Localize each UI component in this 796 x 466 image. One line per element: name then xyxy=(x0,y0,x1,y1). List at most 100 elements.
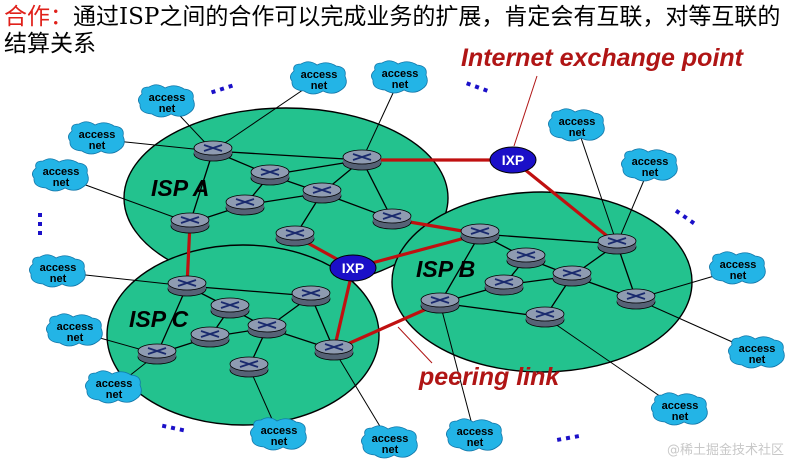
router-icon xyxy=(616,288,656,310)
access-net-label: net xyxy=(569,127,586,139)
access-link xyxy=(544,316,681,411)
access-net-label: access xyxy=(372,433,409,445)
access-net-label: net xyxy=(271,436,288,448)
router-icon xyxy=(314,339,354,361)
access-net-label: access xyxy=(457,426,494,438)
access-link xyxy=(576,125,618,245)
router-icon xyxy=(302,182,342,204)
ixp-node-middle: IXP xyxy=(329,254,377,282)
router-icon xyxy=(190,326,230,348)
access-net-label: net xyxy=(749,354,766,366)
callout-pointer-peering xyxy=(397,326,433,364)
internal-link xyxy=(479,233,618,245)
access-net-label: net xyxy=(382,444,399,456)
router-icon xyxy=(229,356,269,378)
internal-link xyxy=(212,150,363,161)
ellipsis-dots xyxy=(38,213,42,235)
router-icon xyxy=(193,140,233,162)
access-link xyxy=(439,302,476,437)
router-icon xyxy=(250,164,290,186)
caption-highlight: 合作： xyxy=(4,4,73,30)
access-net-label: access xyxy=(739,343,776,355)
access-net-label: access xyxy=(149,92,186,104)
watermark: @稀土掘金技术社区 xyxy=(666,443,784,458)
access-net-label: net xyxy=(672,411,689,423)
access-net-label: access xyxy=(79,129,116,141)
router-icon xyxy=(275,225,315,247)
access-net-label: access xyxy=(559,116,596,128)
router-icon xyxy=(597,233,637,255)
ellipsis-dots xyxy=(210,83,234,95)
access-net-label: net xyxy=(53,177,70,189)
ixp-label: IXP xyxy=(502,152,525,168)
router-icon xyxy=(420,292,460,314)
peering-link xyxy=(511,158,619,246)
router-icon xyxy=(460,223,500,245)
access-net-label: access xyxy=(632,156,669,168)
ixp-label: IXP xyxy=(342,260,365,276)
access-net-label: access xyxy=(57,321,94,333)
access-net-label: access xyxy=(43,166,80,178)
caption: 合作：通过ISP之间的合作可以完成业务的扩展，肯定会有互联，对等互联的结算关系 xyxy=(4,4,794,58)
peering-link xyxy=(185,221,192,288)
ellipsis-dots xyxy=(465,81,489,93)
caption-text: 通过ISP之间的合作可以完成业务的扩展，肯定会有互联，对等互联的结算关系 xyxy=(4,4,781,57)
access-net-label: access xyxy=(40,262,77,274)
router-icon xyxy=(506,247,546,269)
router-icon xyxy=(167,275,207,297)
access-net-label: net xyxy=(106,389,123,401)
peering-link xyxy=(332,301,442,352)
router-icon xyxy=(525,306,565,328)
router-icon xyxy=(291,285,331,307)
access-net-label: access xyxy=(96,378,133,390)
access-net-label: net xyxy=(67,332,84,344)
internal-link xyxy=(186,285,312,297)
router-icon xyxy=(210,297,250,319)
peering-link-label: peering link xyxy=(418,363,560,391)
internal-link xyxy=(156,285,188,355)
isp-b-label: ISP B xyxy=(416,256,475,282)
access-net-label: access xyxy=(720,259,757,271)
access-net-label: net xyxy=(89,140,106,152)
router-icon xyxy=(342,149,382,171)
ellipsis-dots xyxy=(674,209,696,225)
callout-pointer-ixp xyxy=(513,75,538,147)
access-net-label: access xyxy=(301,69,338,81)
internal-link xyxy=(189,150,214,224)
internet-exchange-point-label: Internet exchange point xyxy=(461,44,745,72)
router-icon xyxy=(137,343,177,365)
router-icon xyxy=(225,194,265,216)
access-net-label: net xyxy=(467,437,484,449)
ellipsis-dots xyxy=(556,434,580,442)
access-net-label: net xyxy=(730,270,747,282)
access-net-label: access xyxy=(382,68,419,80)
internal-link xyxy=(439,233,481,304)
access-net-label: net xyxy=(642,167,659,179)
access-net-label: net xyxy=(392,79,409,91)
router-icon xyxy=(484,274,524,296)
isp-c-label: ISP C xyxy=(129,306,189,332)
peering-link xyxy=(332,266,355,352)
access-net-label: net xyxy=(311,80,328,92)
access-net-label: net xyxy=(159,103,176,115)
router-icon xyxy=(247,317,287,339)
access-net-label: net xyxy=(50,273,67,285)
isp-a-label: ISP A xyxy=(151,175,209,201)
router-icon xyxy=(372,208,412,230)
